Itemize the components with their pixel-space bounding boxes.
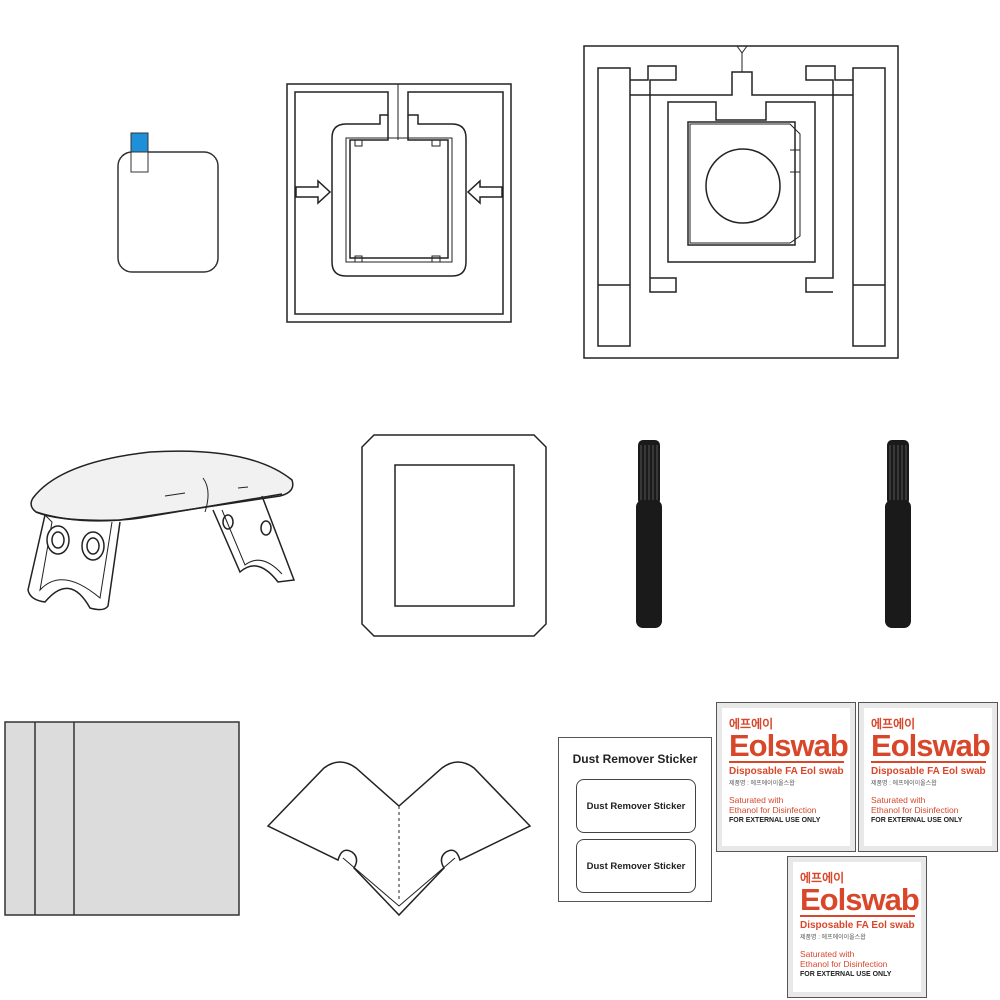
swab-warning: FOR EXTERNAL USE ONLY [800, 971, 892, 978]
alignment-frame-large [583, 45, 899, 359]
swab-warning: FOR EXTERNAL USE ONLY [871, 817, 963, 824]
swab-brand: Eolswab [800, 882, 920, 917]
cleaning-brush-left [636, 440, 662, 628]
swab-subtitle: Disposable FA Eol swab [729, 766, 844, 777]
dust-remover-sticker: Dust Remover Sticker [576, 779, 696, 833]
swab-subtitle: Disposable FA Eol swab [871, 766, 986, 777]
swab-product-name: 제품명 : 에프에이이올스왑 [871, 781, 937, 787]
swab-product-name: 제품명 : 에프에이이올스왑 [800, 935, 866, 941]
dust-remover-sheet: Dust Remover Sticker Dust Remover Sticke… [558, 737, 712, 902]
swab-korean: 에프에이 [729, 717, 774, 731]
screen-protector-sticker [117, 132, 219, 273]
swab-warning: FOR EXTERNAL USE ONLY [729, 817, 821, 824]
guide-frame [361, 434, 547, 637]
dust-remover-title: Dust Remover Sticker [572, 752, 698, 766]
swab-korean: 에프에이 [800, 871, 845, 885]
uv-lamp [27, 450, 296, 611]
swab-subtitle: Disposable FA Eol swab [800, 920, 915, 931]
swab-korean: 에프에이 [871, 717, 916, 731]
cleaning-brush-right [885, 440, 911, 628]
alcohol-swab-pack: 에프에이 Eolswab Disposable FA Eol swab 제품명 … [787, 856, 927, 998]
folding-guide-card [266, 761, 532, 917]
swab-brand: Eolswab [871, 728, 991, 763]
dust-remover-sticker: Dust Remover Sticker [576, 839, 696, 893]
alignment-frame-small [286, 83, 512, 323]
swab-brand: Eolswab [729, 728, 849, 763]
swab-product-name: 제품명 : 에프에이이올스왑 [729, 781, 795, 787]
alcohol-swab-pack: 에프에이 Eolswab Disposable FA Eol swab 제품명 … [858, 702, 998, 852]
alcohol-swab-pack: 에프에이 Eolswab Disposable FA Eol swab 제품명 … [716, 702, 856, 852]
cleaning-cloth-sheets [4, 721, 240, 916]
